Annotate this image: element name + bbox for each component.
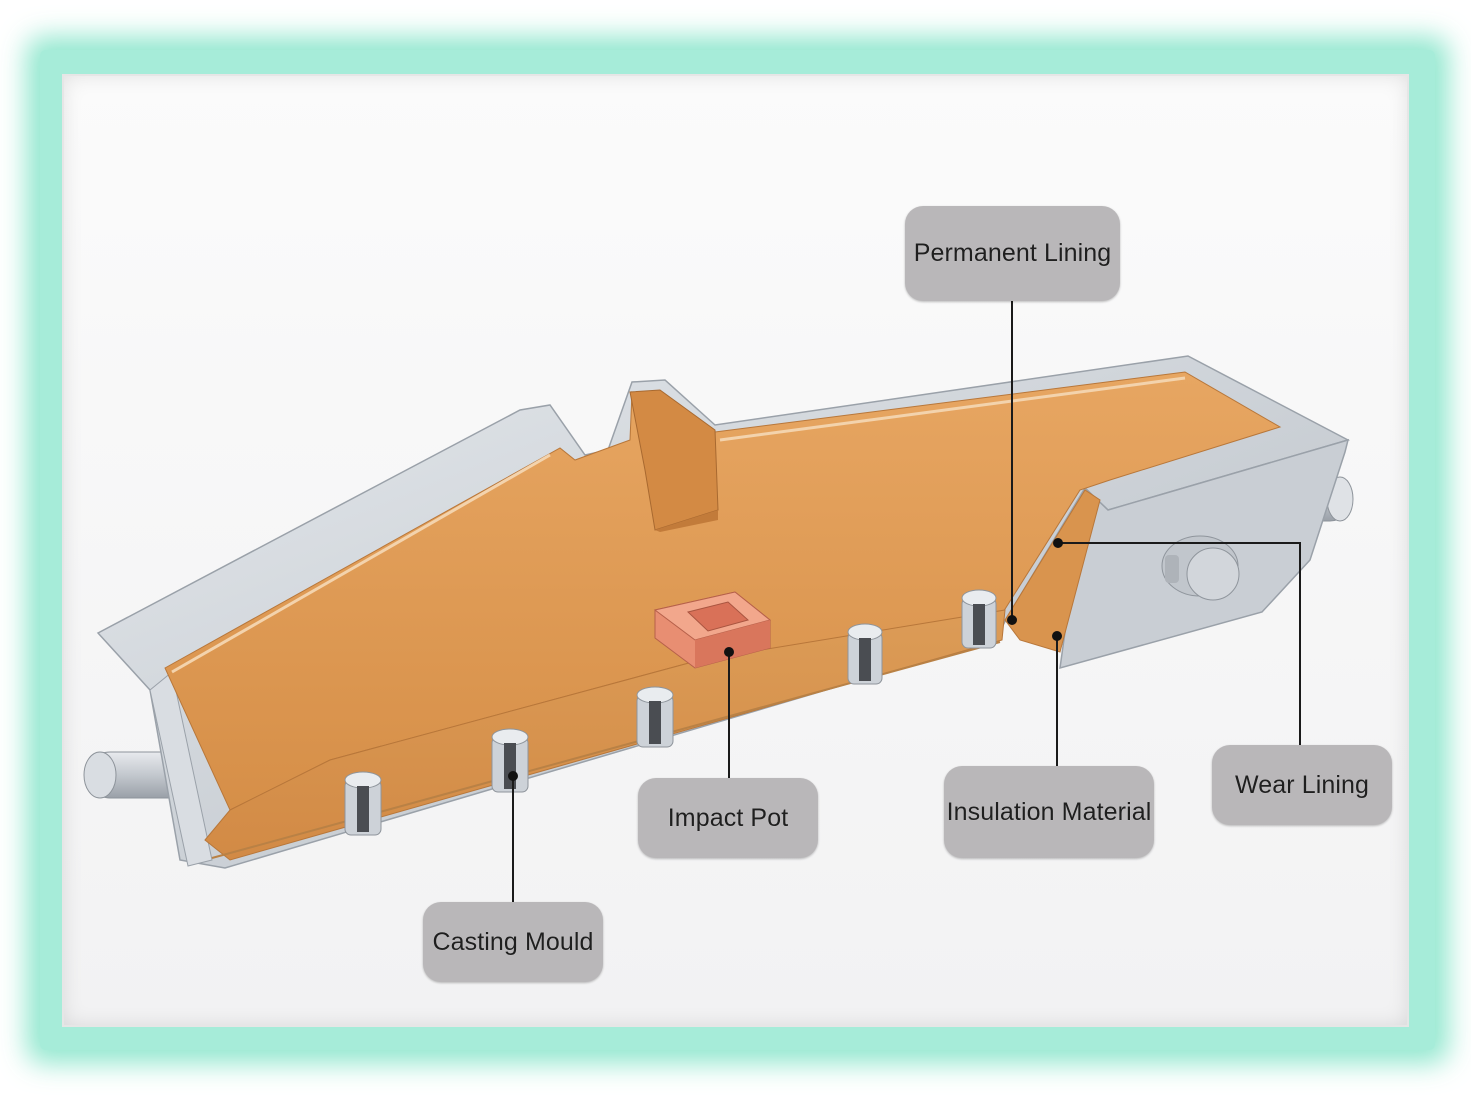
callout-insulation-material: Insulation Material xyxy=(944,766,1154,858)
callout-impact-pot: Impact Pot xyxy=(638,778,818,858)
nozzle-2 xyxy=(491,728,529,793)
nozzle-5 xyxy=(961,589,997,649)
callout-permanent-lining-label: Permanent Lining xyxy=(913,239,1112,267)
callout-wear-lining-label: Wear Lining xyxy=(1234,770,1370,799)
callout-casting-mould-label: Casting Mould xyxy=(432,927,594,956)
callout-insulation-material-label: Insulation Material xyxy=(946,797,1152,826)
callout-casting-mould: Casting Mould xyxy=(423,902,603,982)
impact-pot-shape xyxy=(653,591,772,669)
leader-lines xyxy=(512,300,1301,902)
callout-wear-lining: Wear Lining xyxy=(1212,745,1392,825)
callout-permanent-lining: Permanent Lining xyxy=(905,206,1120,301)
nozzle-3 xyxy=(636,686,674,748)
leader-dots xyxy=(508,538,1063,781)
callout-impact-pot-label: Impact Pot xyxy=(667,803,789,832)
leader-wear-lining xyxy=(1058,542,1301,745)
right-end-lining xyxy=(1004,489,1101,653)
left-end-wall xyxy=(149,671,213,867)
nozzle-4 xyxy=(847,623,883,685)
end-bolt xyxy=(1161,535,1240,601)
nozzle-1 xyxy=(344,771,382,836)
